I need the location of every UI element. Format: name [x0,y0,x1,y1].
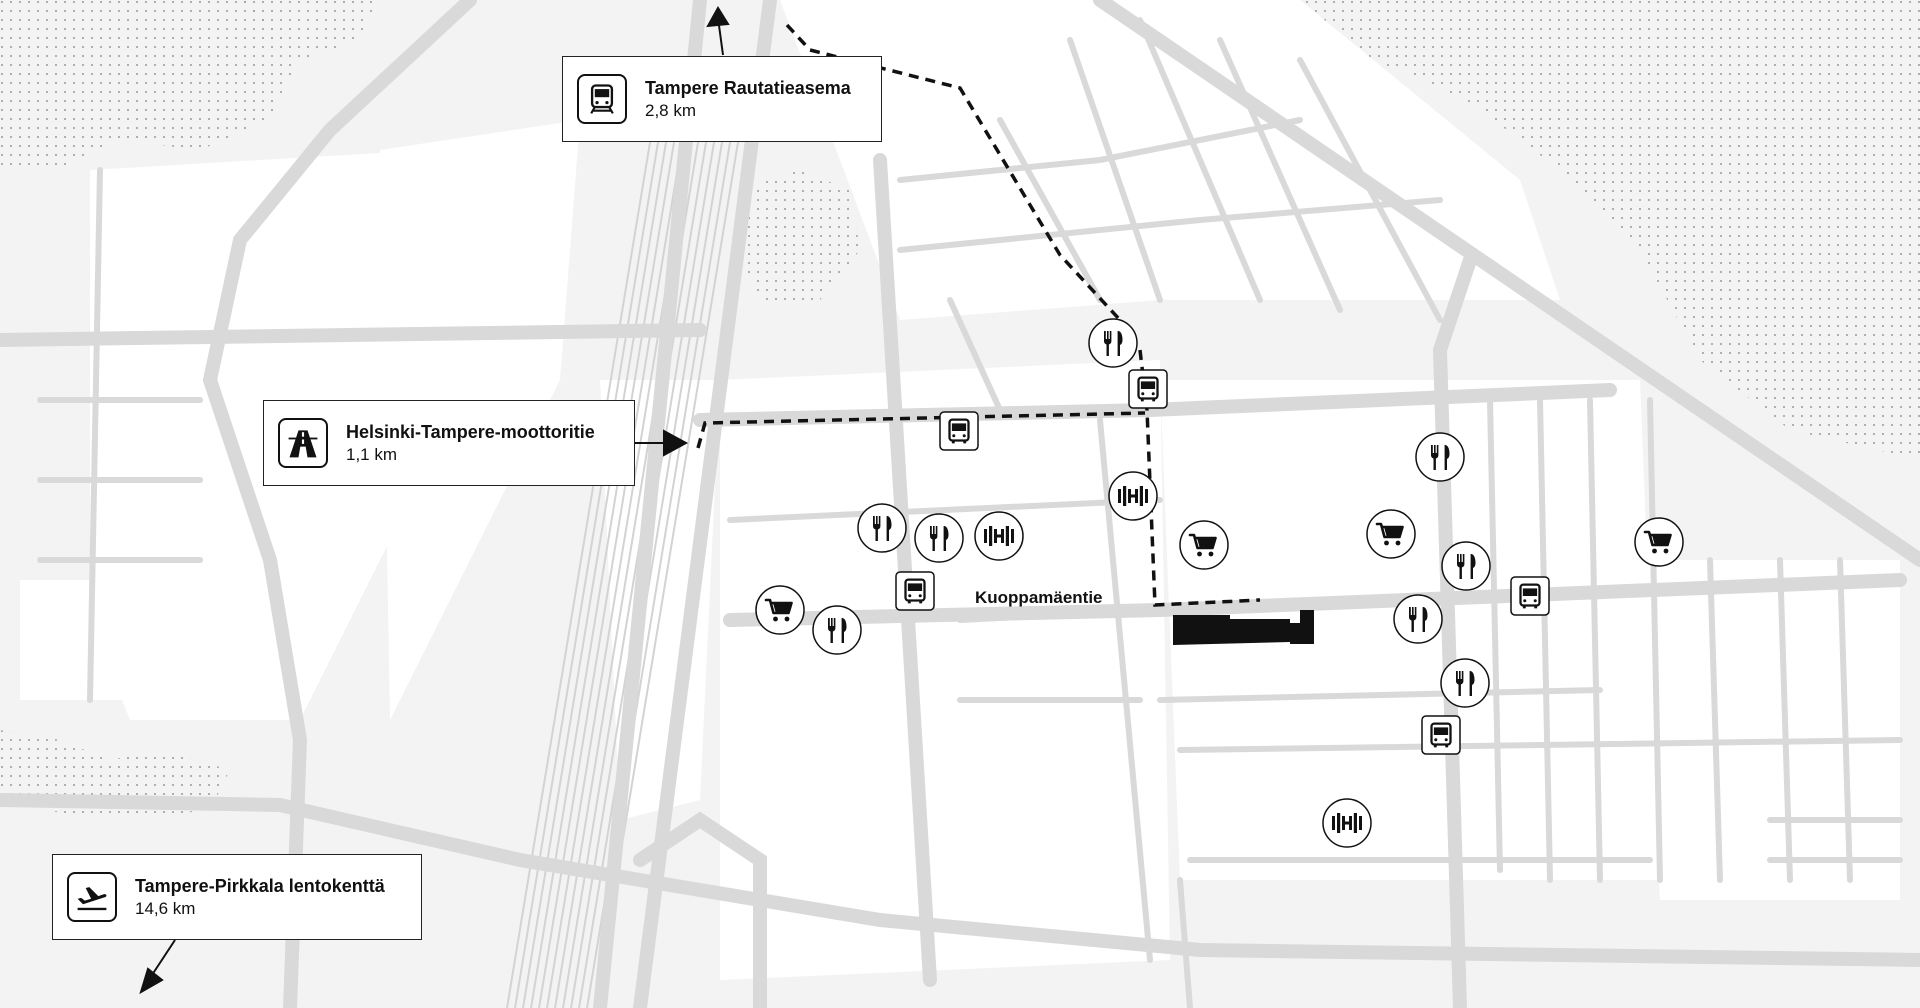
poi-markers [755,318,1684,848]
airplane-icon [67,872,117,922]
bus-stop-icon[interactable] [1128,369,1168,409]
rail-station-distance: 2,8 km [645,100,697,120]
cart-icon[interactable] [1179,520,1229,570]
airport-arrow [151,939,176,976]
airport-arrowhead [139,967,164,995]
food-icon[interactable] [1440,658,1490,708]
cart-icon[interactable] [1366,509,1416,559]
food-icon[interactable] [1088,318,1138,368]
rail-station-callout[interactable]: Tampere Rautatieasema 2,8 km [562,56,882,142]
airport-callout[interactable]: Tampere-Pirkkala lentokenttä 14,6 km [52,854,422,940]
motorway-icon [278,418,328,468]
bus-stop-icon[interactable] [1421,715,1461,755]
motorway-arrowhead [663,429,689,457]
food-icon[interactable] [1393,594,1443,644]
bus-stop-icon[interactable] [1510,576,1550,616]
cart-icon[interactable] [1634,517,1684,567]
motorway-distance: 1,1 km [346,444,398,464]
direction-arrows [139,6,730,995]
rail-station-name: Tampere Rautatieasema [645,78,851,99]
food-icon[interactable] [1415,432,1465,482]
bus-stop-icon[interactable] [939,411,979,451]
food-icon[interactable] [857,503,907,553]
target-building[interactable] [1173,610,1314,645]
cart-icon[interactable] [755,585,805,635]
food-icon[interactable] [812,605,862,655]
gym-icon[interactable] [974,511,1024,561]
gym-icon[interactable] [1108,471,1158,521]
food-icon[interactable] [1441,541,1491,591]
airport-name: Tampere-Pirkkala lentokenttä [135,876,385,897]
motorway-callout[interactable]: Helsinki-Tampere-moottoritie 1,1 km [263,400,635,486]
train-icon [577,74,627,124]
bus-stop-icon[interactable] [895,571,935,611]
food-icon[interactable] [914,513,964,563]
street-label-kuoppamaentie: Kuoppamäentie [975,588,1103,607]
airport-distance: 14,6 km [135,898,196,918]
gym-icon[interactable] [1322,798,1372,848]
motorway-name: Helsinki-Tampere-moottoritie [346,422,595,443]
rail-arrowhead [706,6,730,28]
